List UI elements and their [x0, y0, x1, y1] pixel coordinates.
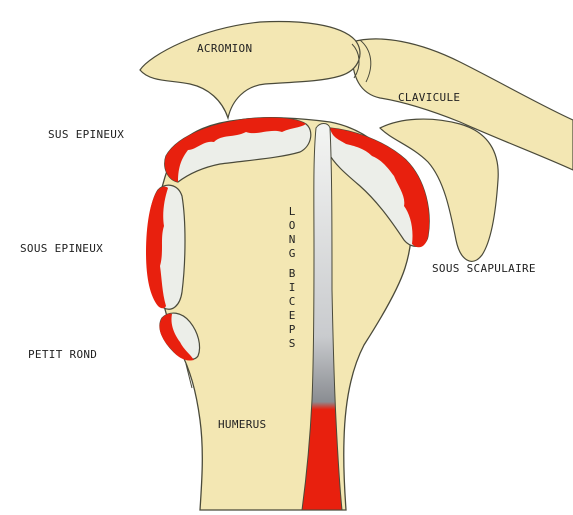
label-sous-epineux: SOUS EPINEUX — [20, 242, 103, 255]
acromion-bone — [140, 22, 360, 118]
label-petit-rond: PETIT ROND — [28, 348, 97, 361]
vertical-label-letter: S — [285, 337, 299, 351]
vertical-label-letter: E — [285, 309, 299, 323]
label-acromion: ACROMION — [197, 42, 252, 55]
vertical-label-letter: B — [285, 267, 299, 281]
label-sus-epineux: SUS EPINEUX — [48, 128, 124, 141]
label-humerus: HUMERUS — [218, 418, 266, 431]
vertical-label-letter: O — [285, 219, 299, 233]
vertical-label-letter: N — [285, 233, 299, 247]
vertical-label-letter: L — [285, 205, 299, 219]
vertical-label-letter: P — [285, 323, 299, 337]
vertical-label-letter: C — [285, 295, 299, 309]
vertical-label-letter: I — [285, 281, 299, 295]
label-clavicule: CLAVICULE — [398, 91, 460, 104]
label-sous-scapulaire: SOUS SCAPULAIRE — [432, 262, 536, 275]
vertical-label-letter: G — [285, 247, 299, 261]
